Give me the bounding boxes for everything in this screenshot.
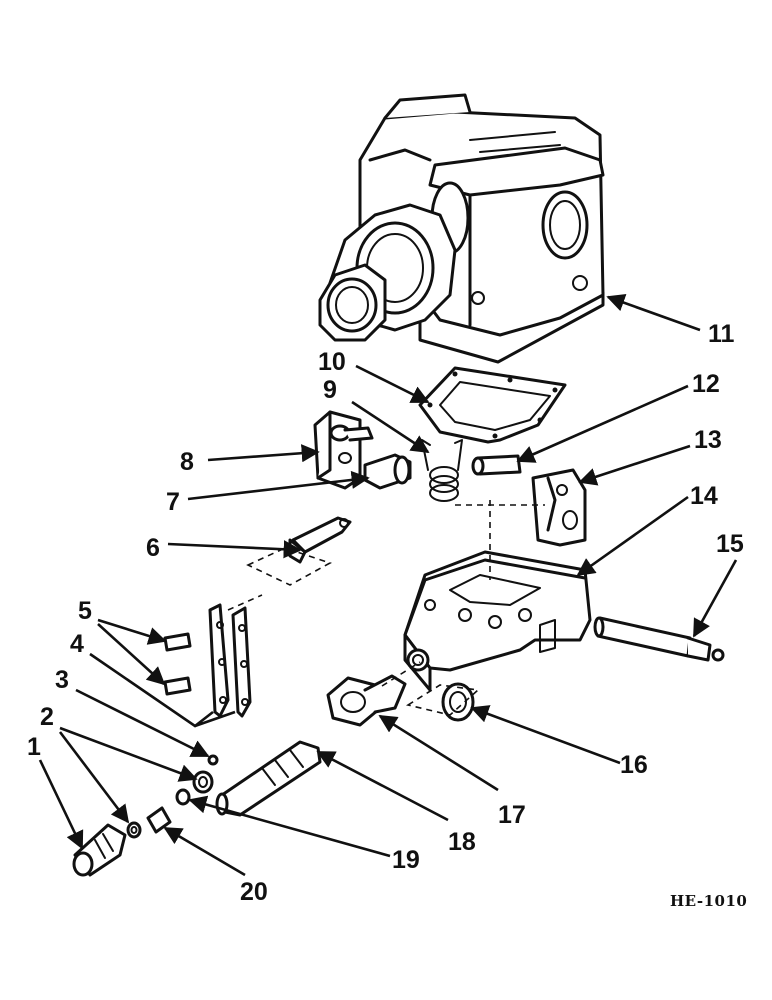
part-3-ball (207, 754, 219, 766)
callout-13: 13 (694, 426, 722, 454)
leader-2b (58, 731, 130, 824)
callout-12: 12 (692, 370, 720, 398)
leader-13 (578, 444, 691, 486)
callout-9: 9 (323, 376, 337, 404)
callout-20: 20 (240, 878, 268, 906)
callout-15: 15 (716, 530, 744, 558)
part-10-gasket (418, 366, 567, 444)
callout-3: 3 (55, 666, 69, 694)
leader-17 (378, 714, 499, 792)
part-16-nut (441, 682, 475, 722)
part-6-mount-outline (246, 547, 332, 586)
leader-9 (351, 400, 430, 454)
callout-6: 6 (146, 534, 160, 562)
part-8-bracket (313, 410, 374, 490)
part-16-outline (405, 684, 480, 716)
leader-5b (97, 623, 166, 686)
leader-15 (692, 559, 738, 638)
part-4-link-plates (208, 603, 252, 718)
callout-7: 7 (166, 488, 180, 516)
leader-6 (167, 540, 302, 559)
callout-2: 2 (40, 703, 54, 731)
callout-5: 5 (78, 597, 92, 625)
part-18-spool (215, 740, 322, 817)
part-1-cap (72, 823, 127, 877)
leader-14 (576, 495, 689, 577)
part-20-plug (146, 806, 172, 834)
part-9-spring (421, 439, 463, 502)
leader-16 (470, 705, 621, 765)
leader-1 (38, 759, 84, 850)
part-12-pin (471, 454, 522, 476)
callout-19: 19 (392, 846, 420, 874)
callout-1: 1 (27, 733, 41, 761)
callout-10: 10 (318, 348, 346, 376)
leader-20 (163, 826, 246, 877)
leader-11 (606, 293, 701, 332)
leader-12 (516, 384, 689, 463)
callout-labels: 11 10 9 12 8 13 7 14 6 15 5 4 3 2 1 16 1… (27, 320, 744, 906)
figure-reference: HE-1010 (670, 892, 747, 910)
part-2-washers (126, 770, 214, 839)
leader-5a (97, 618, 167, 645)
part-17-fitting (326, 674, 407, 727)
part-13-lever (531, 468, 587, 547)
part-7-sleeve (363, 453, 412, 490)
part-17-axis (381, 661, 421, 687)
leader-2a (59, 726, 198, 782)
leader-7 (187, 470, 370, 501)
part-19-spacer (175, 788, 191, 806)
leader-4 (89, 652, 236, 728)
callout-4: 4 (70, 630, 84, 658)
callout-18: 18 (448, 828, 476, 856)
callout-14: 14 (690, 482, 718, 510)
leader-18 (316, 750, 449, 822)
leader-8 (207, 444, 320, 463)
part-15-rod (593, 616, 725, 662)
part-11-housing (318, 93, 605, 364)
part-14-valve-body (403, 550, 592, 692)
part-6-shaft (288, 516, 352, 564)
leader-lines (38, 293, 738, 877)
leader-3 (75, 688, 210, 758)
part-5-bolts (163, 632, 192, 696)
callout-11: 11 (708, 320, 735, 348)
leader-10 (355, 364, 430, 404)
callout-17: 17 (498, 801, 526, 829)
callout-8: 8 (180, 448, 194, 476)
callout-16: 16 (620, 751, 648, 779)
leader-19 (188, 795, 391, 858)
